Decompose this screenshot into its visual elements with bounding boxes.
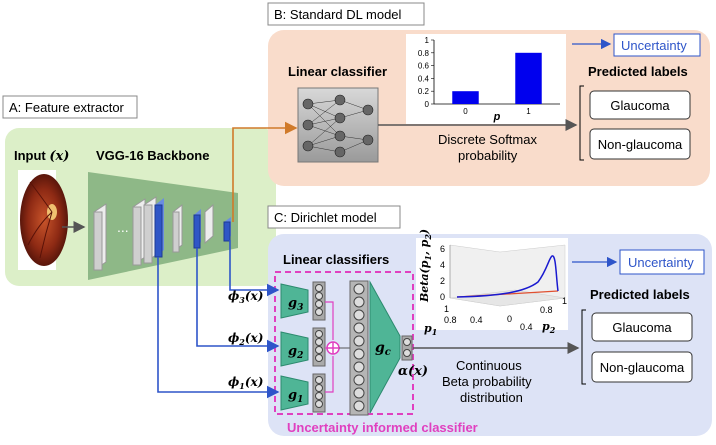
- gc-classifier: gc: [369, 280, 401, 414]
- phi2-block: [193, 214, 201, 249]
- panel-c-title-box: [267, 205, 401, 229]
- fundus-image: [18, 170, 68, 270]
- g1-classifier: g1: [280, 375, 309, 411]
- panel-c-beta-line3: distribution: [460, 390, 523, 405]
- panel-b-label-glaucoma: Glaucoma: [610, 98, 670, 113]
- beta-curve: [456, 255, 559, 298]
- svg-text:gc: gc: [375, 340, 391, 358]
- bar-0: [452, 91, 479, 104]
- panel-b-predicted-labels: Predicted labels: [588, 64, 688, 79]
- bar-chart-ytick-label: 0.6: [418, 62, 430, 71]
- bar-1: [515, 52, 542, 104]
- g2-output-nodes: [312, 327, 326, 367]
- panel-c-label-glaucoma-box: [591, 312, 693, 342]
- beta-plot: 6 4 2 0 Beta(p1, p2) 1 0.8 0.4 p1 0 0.4 …: [416, 229, 568, 337]
- beta-p1-tick-1: 1: [444, 304, 449, 314]
- beta-p2-tick-1: 1: [562, 296, 567, 306]
- beta-p1-tick-04: 0.4: [470, 315, 483, 325]
- vgg-gray-blocks: [93, 196, 214, 271]
- beta-p1-tick-08: 0.8: [444, 315, 457, 325]
- g2-classifier: g2: [280, 331, 309, 367]
- beta-p2-tick-04: 0.4: [520, 322, 533, 332]
- panel-c-uic-label: Uncertainty informed classifier: [287, 420, 478, 435]
- panel-c-brace: [581, 309, 586, 385]
- beta-plot-floor: [449, 289, 566, 307]
- panel-b-softmax-line1: Discrete Softmax: [438, 132, 537, 147]
- phi2-label: ϕ2(x): [228, 331, 263, 347]
- beta-ztick-0: 0: [440, 292, 445, 302]
- panel-c-label-nonglaucoma-box: [591, 351, 693, 383]
- beta-p2-label: p2: [542, 320, 556, 335]
- bar-chart-ytick-label: 0.4: [418, 74, 430, 83]
- phi3-label: ϕ3(x): [228, 289, 263, 305]
- phi1-arrow: [157, 257, 280, 399]
- alpha-label: α(x): [398, 364, 428, 379]
- panel-b-label-nonglaucoma-box: [589, 128, 691, 160]
- beta-ztick-4: 4: [440, 260, 445, 270]
- bar-chart-ytick-label: 0: [425, 100, 430, 109]
- beta-p1-label: p1: [424, 322, 437, 337]
- panel-b-label-glaucoma-box: [589, 90, 691, 120]
- beta-ztick-2: 2: [440, 276, 445, 286]
- svg-text:g1: g1: [288, 388, 303, 405]
- g1-output-nodes: [312, 373, 326, 413]
- alpha-output-nodes: [401, 335, 413, 361]
- panel-c-uncertainty: Uncertainty: [628, 255, 694, 270]
- panel-c-title: C: Dirichlet model: [274, 210, 377, 225]
- softmax-bar-chart: 0 0.2 0.4 0.6 0.8 1 0 1 p: [406, 34, 566, 124]
- combined-node-column: [349, 280, 369, 416]
- panel-c-classifiers-label: Linear classifiers: [283, 252, 389, 267]
- panel-c-predicted-labels: Predicted labels: [590, 287, 690, 302]
- phi3-block: [223, 221, 231, 242]
- g3-classifier: g3: [280, 283, 309, 319]
- vgg-blue-blocks: [154, 198, 231, 258]
- beta-p2-tick-08: 0.8: [540, 305, 553, 315]
- phi2-arrow: [196, 248, 280, 353]
- panel-b-classifier-label: Linear classifier: [288, 64, 387, 79]
- backbone-label: VGG-16 Backbone: [96, 148, 209, 163]
- panel-c-label-nonglaucoma: Non-glaucoma: [600, 360, 685, 375]
- bar-chart-ytick-label: 0.2: [418, 87, 430, 96]
- input-label: Input (x): [14, 148, 69, 164]
- panel-b-title-box: [267, 2, 425, 26]
- vgg-dots: ...: [117, 219, 129, 235]
- panel-a-title: A: Feature extractor: [9, 100, 125, 115]
- beta-p2-tick-0: 0: [507, 314, 512, 324]
- concat-icon: [326, 341, 340, 355]
- beta-ztick-6: 6: [440, 244, 445, 254]
- panel-b-brace: [579, 85, 584, 161]
- panel-b-softmax-line2: probability: [458, 148, 518, 163]
- panel-b-label-nonglaucoma: Non-glaucoma: [598, 137, 683, 152]
- bar-chart-ytick-label: 0.8: [418, 49, 430, 58]
- beta-zlabel: Beta(p1, p2): [418, 229, 433, 303]
- panel-b-title: B: Standard DL model: [274, 7, 402, 22]
- bar-chart-xtick-label: 1: [526, 107, 531, 116]
- orange-feature-arrow: [232, 121, 298, 222]
- panel-c-label-glaucoma: Glaucoma: [612, 320, 672, 335]
- panel-b-uncertainty: Uncertainty: [621, 38, 687, 53]
- neural-net-image: [297, 87, 379, 163]
- panel-c-uncertainty-box: [619, 249, 705, 275]
- svg-text:g2: g2: [288, 344, 303, 361]
- panel-a-title-box: [2, 95, 138, 119]
- svg-text:g3: g3: [288, 296, 303, 313]
- phi1-label: ϕ1(x): [228, 375, 263, 391]
- panel-b-uncertainty-box: [613, 33, 701, 57]
- phi1-block: [154, 204, 163, 258]
- bar-chart-ytick-label: 1: [425, 36, 430, 45]
- panel-c-beta-line2: Beta probability: [442, 374, 532, 389]
- g3-output-nodes: [312, 281, 326, 321]
- bar-chart-xtick-label: 0: [463, 107, 468, 116]
- phi3-arrow: [229, 240, 280, 297]
- bar-chart-xlabel: p: [493, 111, 501, 123]
- panel-c-beta-line1: Continuous: [456, 358, 522, 373]
